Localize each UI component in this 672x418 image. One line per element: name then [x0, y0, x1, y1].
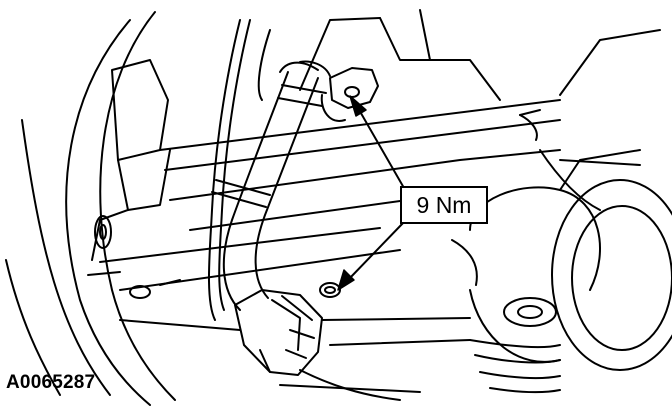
fender-arcs [5, 11, 176, 406]
tube-lines [207, 19, 271, 321]
upper-bracket [320, 67, 379, 122]
hose-fitting [234, 289, 323, 376]
suspension-assembly [451, 149, 672, 394]
lower-arrow-icon [337, 221, 405, 291]
lower-bolt-icon [319, 282, 341, 298]
figure-id: A0065287 [6, 372, 96, 393]
upper-arrow-icon [349, 95, 405, 189]
torque-callout-label: 9 Nm [400, 186, 488, 224]
coolant-hose [211, 60, 331, 311]
lower-frame [119, 279, 471, 401]
upper-bolt-icon [344, 86, 360, 98]
left-bracket [87, 59, 171, 276]
frame-rails [99, 9, 661, 291]
